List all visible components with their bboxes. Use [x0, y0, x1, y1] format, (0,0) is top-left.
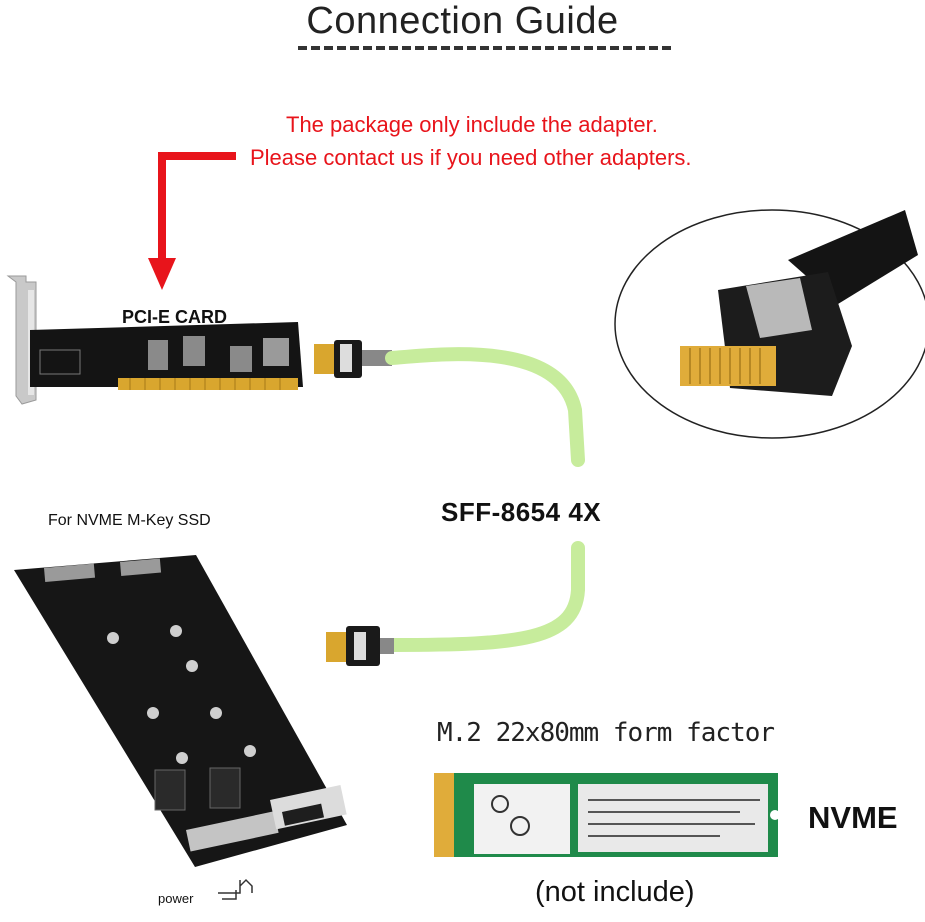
pcie-card-image: [6, 275, 303, 405]
m2-ssd-image: [434, 773, 780, 857]
pcie-card-label: PCI-E CARD: [122, 307, 228, 327]
power-label: power: [158, 891, 194, 906]
page-title: Connection Guide: [306, 0, 619, 42]
connector-closeup-image: [614, 209, 925, 439]
nvme-label: NVME: [808, 800, 898, 835]
sff-connector-bottom-icon: [326, 626, 394, 666]
title-underline: [298, 46, 674, 50]
not-included-label: (not include): [535, 876, 695, 908]
package-note-line-1: The package only include the adapter.: [286, 112, 658, 137]
power-arrow-icon: [218, 878, 253, 900]
sff-8654-cable: [385, 347, 585, 652]
red-arrow-icon: [148, 152, 236, 290]
form-factor-label: M.2 22x80mm form factor: [437, 718, 775, 748]
nvme-ssd-label: For NVME M-Key SSD: [48, 512, 211, 529]
package-note-line-2: Please contact us if you need other adap…: [250, 145, 692, 170]
sff-connector-top-icon: [314, 340, 392, 378]
nvme-adapter-board-image: [14, 555, 347, 867]
cable-label: SFF-8654 4X: [441, 497, 602, 527]
